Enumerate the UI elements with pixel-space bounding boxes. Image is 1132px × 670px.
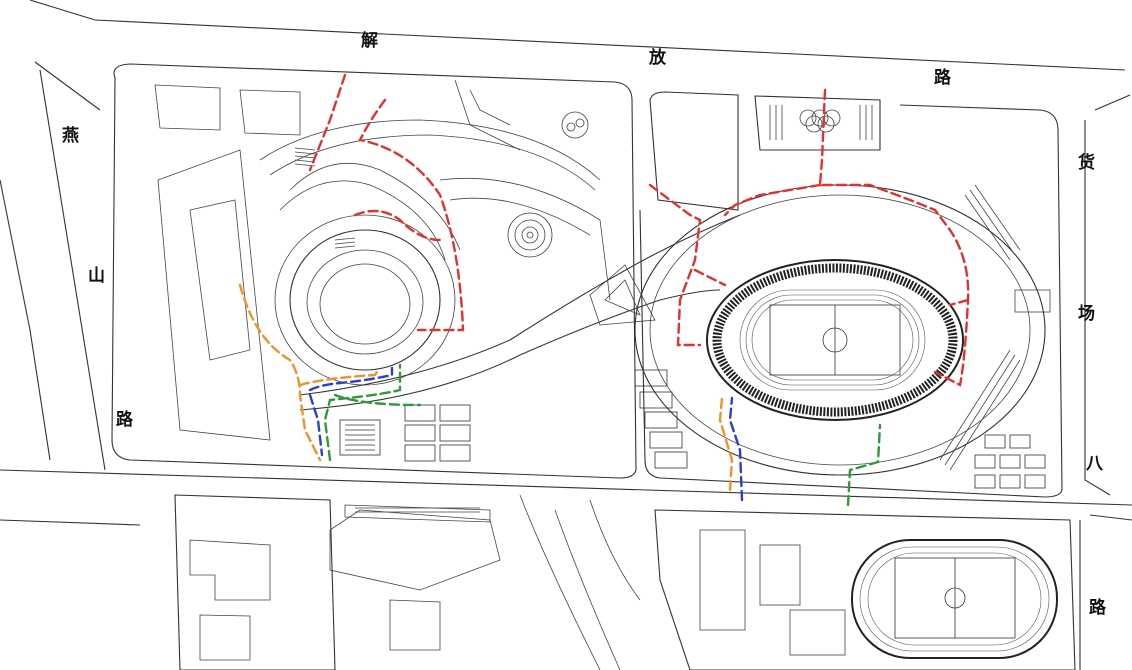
route-lines xyxy=(238,73,970,507)
road-label-huochang-4: 路 xyxy=(1089,598,1106,618)
red-route xyxy=(358,98,465,332)
bridge xyxy=(299,214,741,411)
red-route xyxy=(948,298,970,307)
green-route xyxy=(333,393,422,407)
blue-route xyxy=(308,393,324,457)
orange-route xyxy=(298,368,380,387)
green-route xyxy=(323,363,402,462)
road-label-yanshan-3: 路 xyxy=(116,410,133,430)
red-route xyxy=(308,73,347,172)
blue-route xyxy=(728,396,744,502)
road-label-yanshan-2: 山 xyxy=(88,266,105,286)
red-route xyxy=(648,183,702,347)
road-label-huochang-2: 场 xyxy=(1078,304,1095,324)
green-route xyxy=(846,423,882,507)
road-label-huochang-1: 货 xyxy=(1078,153,1095,173)
road-label-jiefang-2: 放 xyxy=(649,48,666,68)
red-route xyxy=(693,268,727,287)
road-label-yanshan-1: 燕 xyxy=(62,126,79,146)
orange-route xyxy=(718,396,734,492)
south-block xyxy=(174,494,1076,670)
red-route xyxy=(353,209,442,242)
blue-route xyxy=(308,366,394,392)
red-route xyxy=(723,183,822,217)
west-block xyxy=(111,63,637,479)
road-label-jiefang-1: 解 xyxy=(361,31,378,51)
road-label-huochang-3: 八 xyxy=(1086,454,1103,474)
east-block xyxy=(634,91,1063,498)
red-route xyxy=(818,88,970,387)
orange-route xyxy=(238,283,322,462)
road-label-jiefang-3: 路 xyxy=(934,68,951,88)
